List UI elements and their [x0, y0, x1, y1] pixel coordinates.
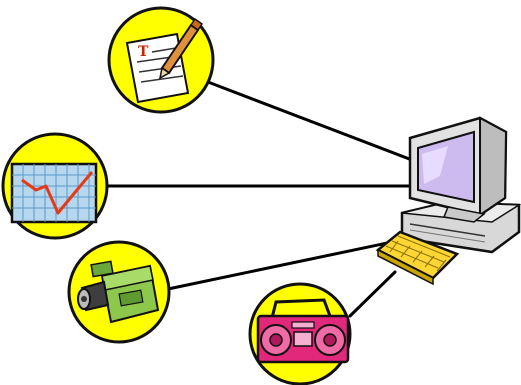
document-node: T: [107, 6, 215, 114]
boombox-radio-icon: [256, 298, 350, 364]
desktop-computer-icon: [375, 116, 521, 286]
camcorder-node: [67, 240, 171, 344]
pen-icon: [158, 17, 204, 80]
connection-lines: [106, 80, 414, 318]
chart-node: [1, 132, 109, 240]
connection-camcorder-computer: [166, 240, 394, 291]
monitor-screen: [417, 130, 475, 204]
camcorder-icon: [77, 260, 160, 324]
line-chart-icon: [10, 162, 98, 224]
chart-trend-line: [21, 171, 94, 215]
connection-boombox-computer: [348, 270, 397, 318]
connection-document-computer: [206, 80, 414, 162]
document-letter: T: [138, 44, 149, 60]
boombox-node: [248, 282, 352, 385]
computer-node: [375, 116, 521, 286]
document-with-pen-icon: T: [125, 17, 204, 104]
